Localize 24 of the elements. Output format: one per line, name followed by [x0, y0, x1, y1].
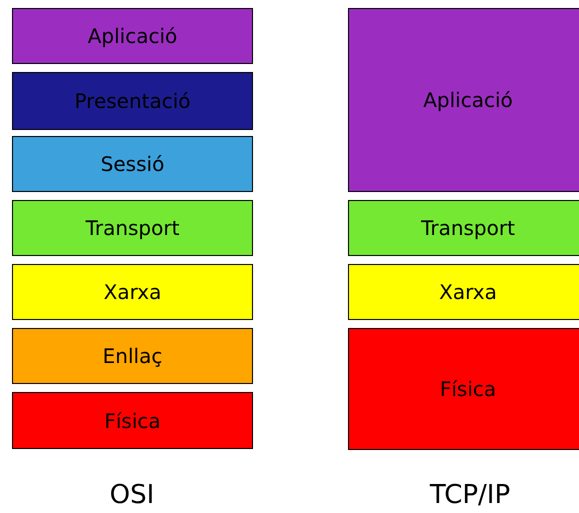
layer-name: Física	[104, 408, 161, 432]
layer-box	[12, 72, 253, 130]
layer-box	[12, 392, 253, 449]
layer-name: Enllaç	[102, 344, 162, 368]
layer-name: Presentació	[74, 89, 191, 113]
layer-name: Aplicació	[88, 24, 178, 48]
layer-name: Sessió	[100, 152, 164, 176]
layer-name: Física	[440, 377, 496, 401]
layer-name: Aplicació	[423, 88, 513, 112]
layer-box	[12, 136, 253, 192]
layer-box	[12, 264, 253, 320]
column-caption: OSI	[110, 480, 154, 510]
layer-box	[12, 328, 253, 384]
layer-box	[348, 8, 579, 192]
layer-name: Xarxa	[439, 280, 497, 304]
layer-box	[12, 200, 253, 256]
layer-box	[12, 8, 253, 64]
layer-name: Transport	[86, 216, 180, 240]
column-caption: TCP/IP	[430, 480, 510, 510]
layer-box	[348, 264, 579, 320]
layer-box	[348, 200, 579, 256]
layer-name: Transport	[421, 216, 515, 240]
layer-box	[348, 328, 579, 450]
layer-name: Xarxa	[104, 280, 162, 304]
